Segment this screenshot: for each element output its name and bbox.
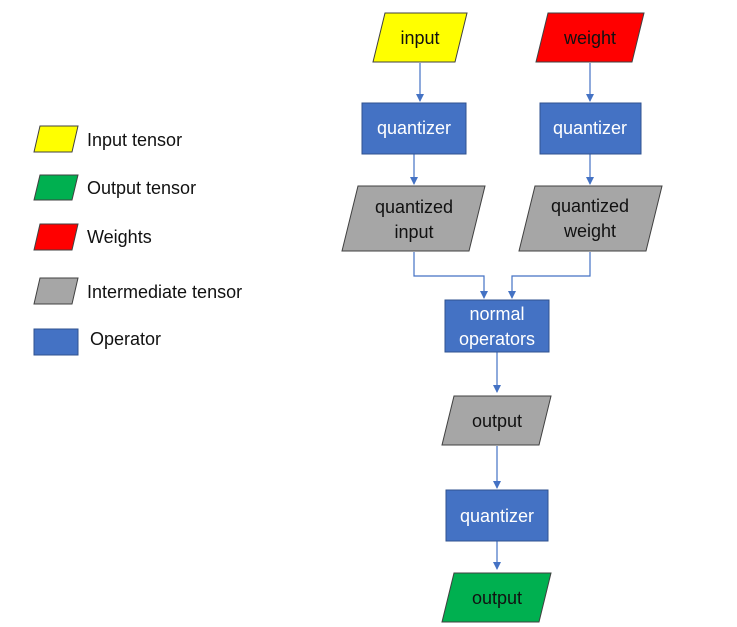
legend-label-weights: Weights bbox=[87, 227, 152, 247]
legend-label-intermediate-tensor: Intermediate tensor bbox=[87, 282, 242, 302]
node-quantizer-output: quantizer bbox=[445, 489, 549, 542]
node-output-intermediate-shape bbox=[441, 395, 552, 446]
legend-item-output-tensor: Output tensor bbox=[33, 174, 196, 201]
node-quantized-input: quantized input bbox=[341, 185, 486, 252]
legend-item-intermediate-tensor: Intermediate tensor bbox=[33, 277, 242, 305]
legend-label-operator: Operator bbox=[90, 329, 161, 349]
node-quantized-input-label-line1: quantized bbox=[375, 197, 453, 217]
legend-item-input-tensor: Input tensor bbox=[33, 125, 182, 153]
legend-item-weights: Weights bbox=[33, 223, 152, 251]
node-quantizer-output-label: quantizer bbox=[460, 506, 534, 526]
node-quantized-weight-label-line1: quantized bbox=[551, 196, 629, 216]
node-weight: weight bbox=[535, 12, 645, 63]
node-quantized-input-shape bbox=[341, 185, 486, 252]
legend-item-operator: Operator bbox=[33, 328, 161, 356]
node-input-label: input bbox=[400, 28, 439, 48]
node-quantizer-input-label: quantizer bbox=[377, 118, 451, 138]
edges bbox=[410, 63, 594, 570]
legend-swatch-intermediate-tensor bbox=[33, 277, 79, 305]
legend-swatch-input-tensor bbox=[33, 125, 79, 153]
node-normal-operators: normal operators bbox=[444, 299, 550, 353]
node-input-shape bbox=[372, 12, 468, 63]
node-quantizer-weight: quantizer bbox=[539, 102, 642, 155]
node-output-intermediate-label: output bbox=[472, 411, 522, 431]
node-output-final: output bbox=[441, 572, 552, 623]
node-weight-label: weight bbox=[563, 28, 616, 48]
node-quantizer-input: quantizer bbox=[361, 102, 467, 155]
legend-label-input-tensor: Input tensor bbox=[87, 130, 182, 150]
nodes: input weight quantizer quantizer quantiz… bbox=[341, 12, 663, 623]
node-quantizer-weight-label: quantizer bbox=[553, 118, 627, 138]
node-quantized-input-label-line2: input bbox=[394, 222, 433, 242]
edge-quantized-weight-to-normal-operators bbox=[508, 252, 591, 299]
edge-quantized-input-to-normal-operators bbox=[413, 252, 488, 299]
node-normal-operators-label-line2: operators bbox=[459, 329, 535, 349]
legend-swatch-output-tensor bbox=[33, 174, 79, 201]
node-quantized-weight-shape bbox=[518, 185, 663, 252]
node-quantizer-output-shape bbox=[445, 489, 549, 542]
node-output-final-shape bbox=[441, 572, 552, 623]
legend-label-output-tensor: Output tensor bbox=[87, 178, 196, 198]
node-quantized-weight-label-line2: weight bbox=[563, 221, 616, 241]
node-quantizer-weight-shape bbox=[539, 102, 642, 155]
legend: Input tensor Output tensor Weights Inter… bbox=[33, 125, 242, 356]
node-quantized-weight: quantized weight bbox=[518, 185, 663, 252]
node-normal-operators-shape bbox=[444, 299, 550, 353]
node-output-final-label: output bbox=[472, 588, 522, 608]
node-output-intermediate: output bbox=[441, 395, 552, 446]
node-input: input bbox=[372, 12, 468, 63]
legend-swatch-weights bbox=[33, 223, 79, 251]
node-quantizer-input-shape bbox=[361, 102, 467, 155]
node-normal-operators-label-line1: normal bbox=[469, 304, 524, 324]
node-weight-shape bbox=[535, 12, 645, 63]
legend-swatch-operator bbox=[33, 328, 79, 356]
